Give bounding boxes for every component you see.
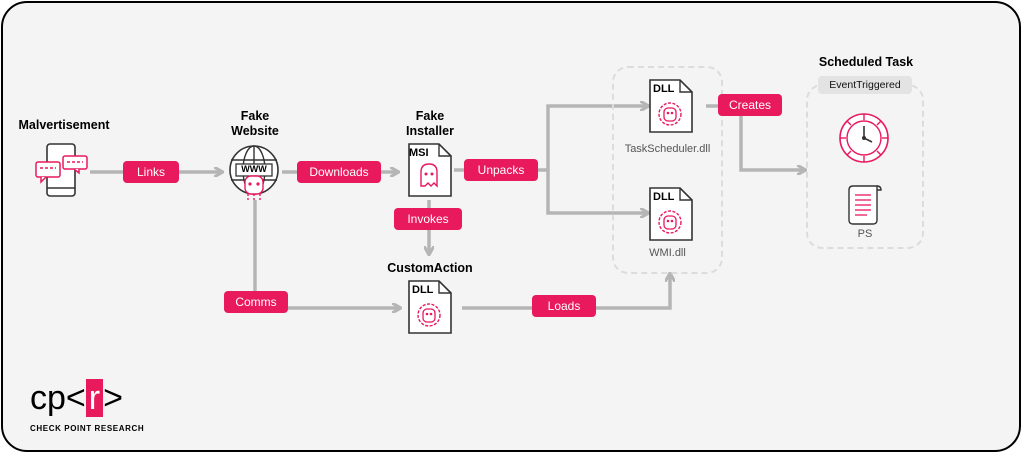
cpr-logo: cp<r> CHECK POINT RESEARCH bbox=[30, 376, 150, 436]
links-label: Links bbox=[123, 161, 179, 183]
custom-action-title: CustomAction bbox=[387, 261, 473, 275]
cpr-logo-mark: cp<r> bbox=[30, 376, 123, 420]
cpr-logo-r: r bbox=[85, 379, 104, 417]
clock-icon bbox=[839, 113, 889, 163]
unpacks-label: Unpacks bbox=[464, 159, 538, 181]
ps-caption: PS bbox=[857, 228, 873, 240]
downloads-label: Downloads bbox=[297, 161, 381, 183]
customaction-dll-label: DLL bbox=[412, 284, 434, 296]
wmi-caption: WMI.dll bbox=[649, 247, 686, 259]
wmi-dll-label: DLL bbox=[653, 191, 675, 203]
cpr-logo-text: CHECK POINT RESEARCH bbox=[30, 424, 145, 433]
malvertisement-title: Malvertisement bbox=[18, 118, 110, 132]
cpr-logo-lt: < bbox=[65, 379, 86, 417]
www-label: WWW bbox=[241, 164, 267, 174]
fake-website-title: Fake Website bbox=[231, 109, 279, 138]
cpr-logo-gt: > bbox=[103, 379, 123, 417]
unpacks-arrow-bottom bbox=[546, 170, 648, 213]
loads-label: Loads bbox=[532, 295, 596, 317]
taskscheduler-caption: TaskScheduler.dll bbox=[624, 143, 711, 155]
msi-label: MSI bbox=[409, 147, 429, 159]
powershell-scroll-icon bbox=[848, 185, 882, 225]
invokes-label: Invokes bbox=[394, 208, 462, 230]
comms-label: Comms bbox=[224, 291, 288, 313]
fake-installer-title: Fake Installer bbox=[406, 109, 454, 138]
cpr-logo-cp: cp bbox=[30, 379, 66, 417]
dll-group-box bbox=[612, 66, 723, 274]
customaction-dll-icon bbox=[408, 280, 452, 334]
msi-file-icon bbox=[408, 143, 452, 197]
loads-arrow bbox=[462, 274, 670, 310]
taskscheduler-dll-icon bbox=[649, 79, 693, 133]
phone-ad-icon bbox=[35, 143, 88, 197]
scheduled-task-title: Scheduled Task bbox=[818, 55, 914, 69]
event-triggered-badge: EventTriggered bbox=[818, 76, 912, 94]
creates-label: Creates bbox=[718, 94, 782, 116]
globe-icon bbox=[229, 145, 279, 202]
wmi-dll-icon bbox=[649, 187, 693, 241]
taskscheduler-dll-label: DLL bbox=[653, 83, 675, 95]
